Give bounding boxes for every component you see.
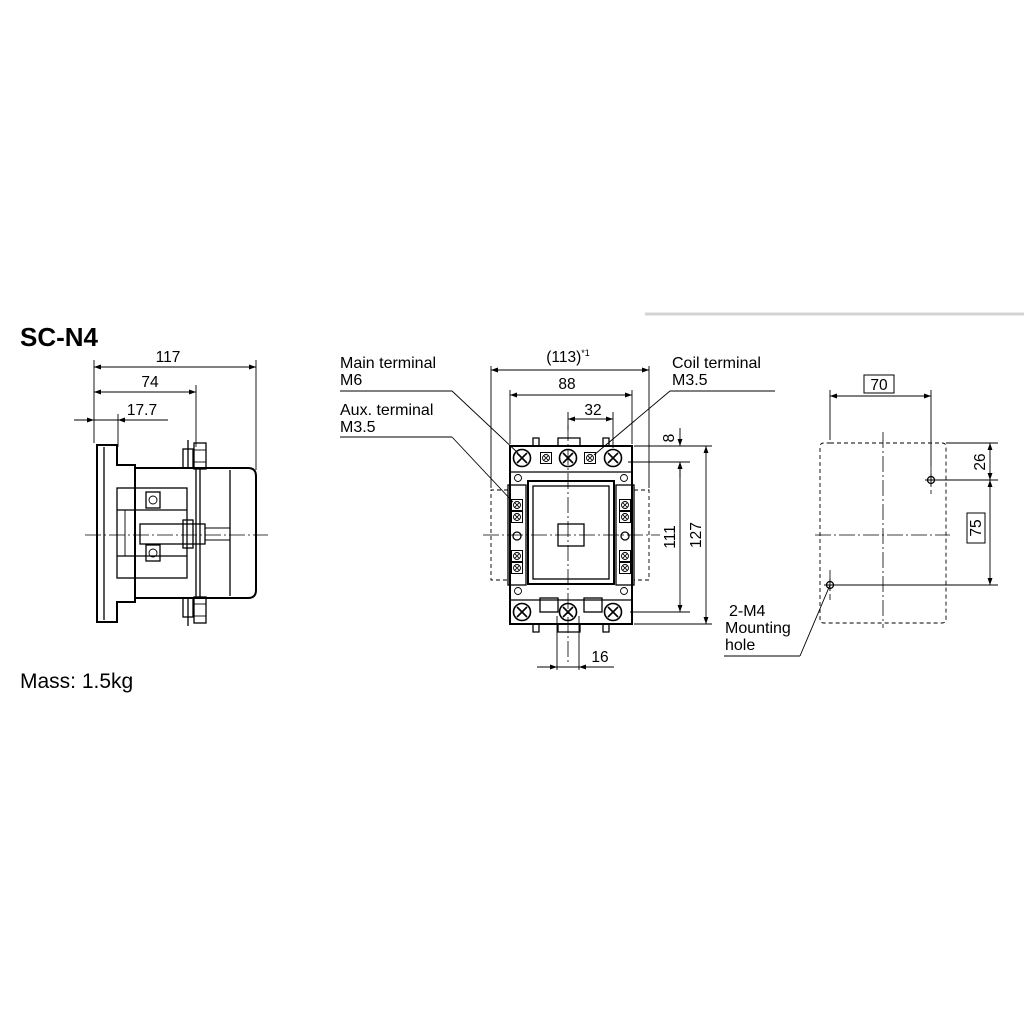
front-view: (113)*1 88 32 8 111 127 16 [340, 348, 775, 670]
dim-front-127: 127 [688, 522, 705, 548]
dim-front-8: 8 [661, 434, 678, 443]
model-title: SC-N4 [20, 322, 99, 352]
side-view: 117 74 17.7 [74, 349, 268, 626]
dim-front-88: 88 [558, 376, 575, 393]
dim-side-117: 117 [156, 349, 181, 366]
dim-front-111: 111 [662, 525, 679, 549]
mounting-view: 70 26 75 [724, 374, 998, 657]
dim-mount-26: 26 [972, 453, 989, 470]
dim-front-113: (113)*1 [546, 348, 590, 366]
dim-mount-70: 70 [870, 377, 888, 394]
mass-label: Mass: 1.5kg [20, 670, 133, 693]
dim-side-74: 74 [141, 374, 159, 391]
dim-side-17-7: 17.7 [127, 402, 157, 419]
dim-mount-75: 75 [968, 519, 985, 536]
dim-front-32: 32 [584, 402, 601, 419]
dim-front-16: 16 [591, 649, 608, 666]
